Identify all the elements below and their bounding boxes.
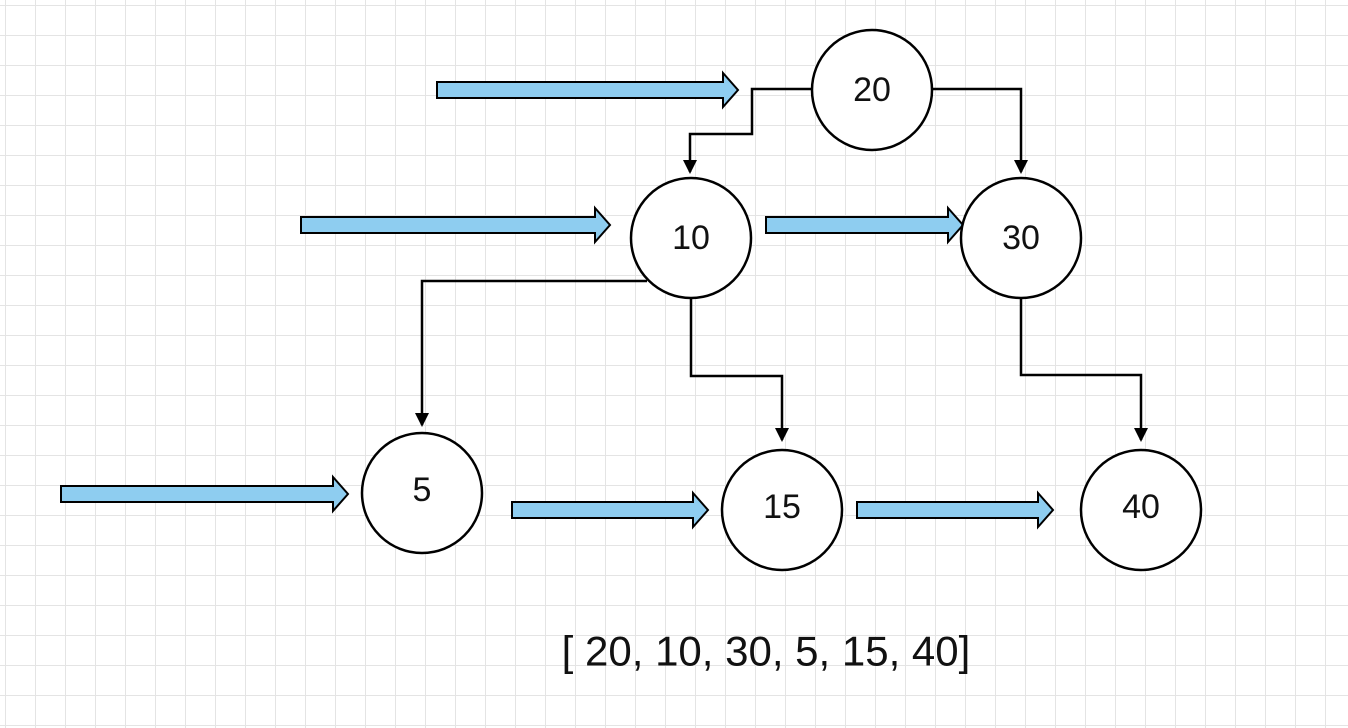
node-30-circle xyxy=(959,176,1083,300)
node-5-circle xyxy=(360,431,484,555)
edge-20-to-30 xyxy=(932,87,1028,174)
node-15: 15 xyxy=(720,448,844,572)
traversal-arrow-level-2 xyxy=(60,474,350,514)
edge-10-to-5 xyxy=(415,279,647,427)
node-10-label: 10 xyxy=(672,219,710,257)
node-10: 10 xyxy=(629,176,753,300)
node-15-label: 15 xyxy=(763,488,801,526)
node-5: 5 xyxy=(360,431,484,555)
node-40-label: 40 xyxy=(1122,488,1160,526)
edge-20-to-10 xyxy=(683,87,812,174)
edge-30-to-40 xyxy=(1019,298,1148,442)
traversal-arrow-level-1 xyxy=(300,205,612,245)
traversal-arrow-level-0 xyxy=(436,70,740,110)
traversal-arrow-5-to-15 xyxy=(511,490,710,530)
node-10-circle xyxy=(629,176,753,300)
node-20: 20 xyxy=(810,28,934,152)
traversal-arrow-10-to-30 xyxy=(765,205,965,245)
node-40-circle xyxy=(1079,448,1203,572)
traversal-arrow-15-to-40 xyxy=(856,490,1055,530)
node-30: 30 xyxy=(959,176,1083,300)
node-15-circle xyxy=(720,448,844,572)
node-40: 40 xyxy=(1079,448,1203,572)
node-20-label: 20 xyxy=(853,71,891,109)
node-20-circle xyxy=(810,28,934,152)
node-30-label: 30 xyxy=(1002,219,1040,257)
edge-10-to-15 xyxy=(689,298,789,442)
level-order-array: [ 20, 10, 30, 5, 15, 40] xyxy=(562,628,971,675)
node-5-label: 5 xyxy=(413,471,432,509)
